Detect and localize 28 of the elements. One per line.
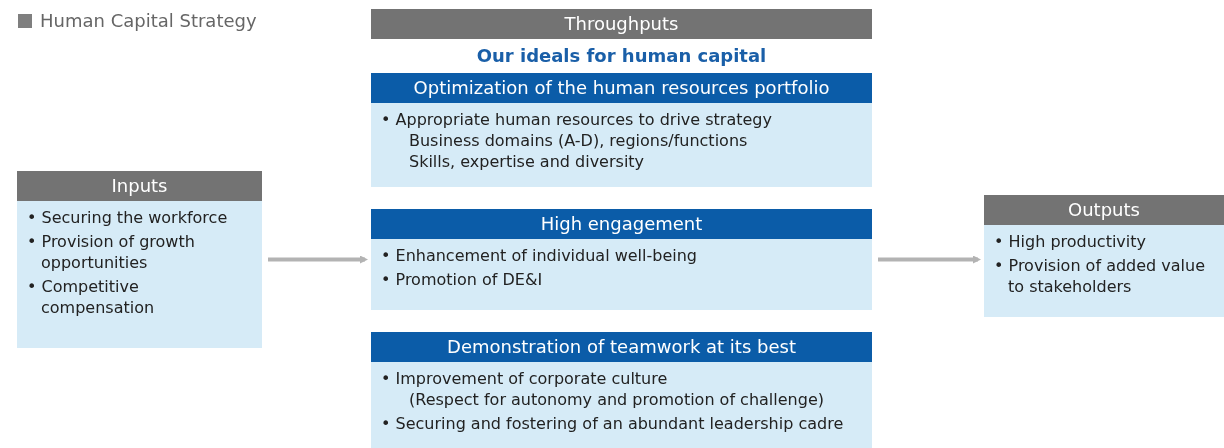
bullet-item: • Securing and fostering of an abundant leadership cadre [381,413,845,434]
flow-arrow [268,255,368,264]
sub-item-text: (Respect for autonomy and promotion of challenge) [408,389,825,410]
bullet-item: • Provision of added value to stakeholders [994,255,1207,297]
panel-header: Demonstration of teamwork at its best [371,332,872,362]
bullet-item: • Appropriate human resources to drive strategy [381,109,773,130]
section-header-bar: Throughputs [371,9,872,39]
panel-header: Outputs [984,195,1224,225]
panel-header: Inputs [17,171,262,201]
bullet-item: • Promotion of DE&I [381,269,544,290]
bullet-item: • Enhancement of individual well-being [381,245,698,266]
panel-header: Optimization of the human resources portfolio [371,73,872,103]
diagram-title: Human Capital Strategy [40,10,257,31]
content-panel [17,171,262,348]
panel-header: High engagement [371,209,872,239]
bullet-item: • Provision of growth opportunities [27,231,196,273]
sub-item-text: Skills, expertise and diversity [408,151,646,172]
flow-arrow [878,255,981,264]
content-panel [984,195,1224,317]
content-panel [371,73,872,187]
content-panel [371,209,872,310]
subheading: Our ideals for human capital [475,45,768,66]
bullet-item: • Securing the workforce [27,207,229,228]
content-panel [371,332,872,448]
bullet-item: • Improvement of corporate culture [381,368,669,389]
bullet-item: • Competitive compensation [27,276,156,318]
sub-item-text: Business domains (A-D), regions/functions [408,130,749,151]
bullet-item: • High productivity [994,231,1148,252]
